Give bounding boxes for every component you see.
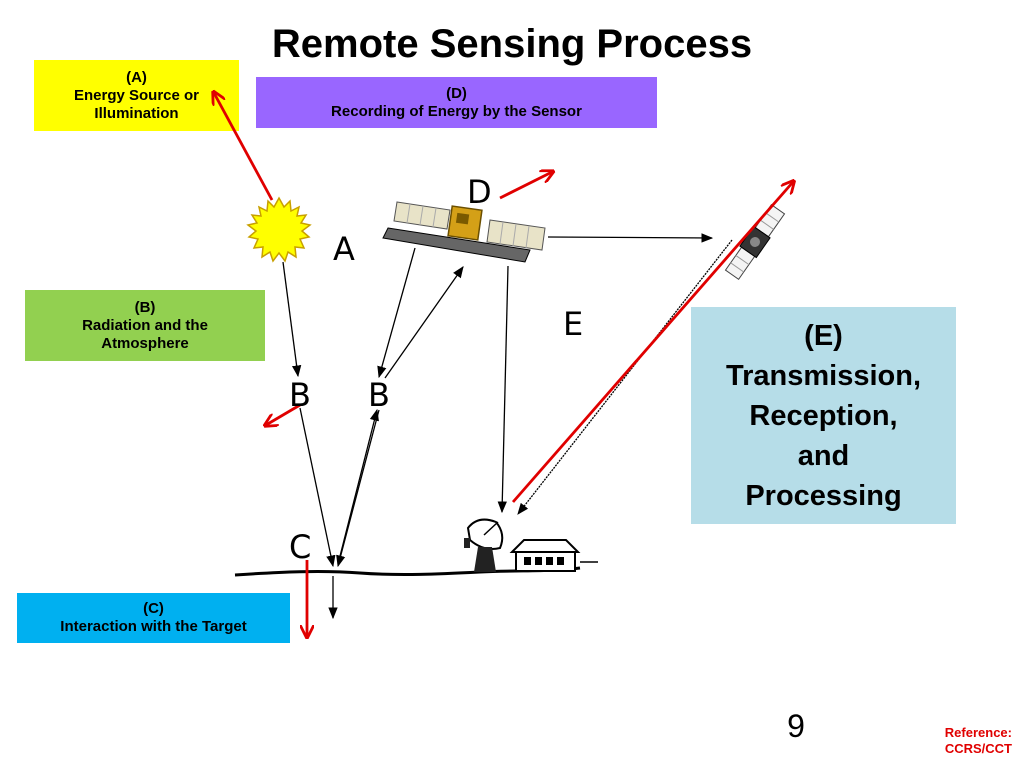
box-a-letter: (A) [126, 68, 147, 86]
label-b-right: B [368, 376, 390, 414]
box-transmission-processing: (E) Transmission, Reception, and Process… [691, 307, 956, 524]
dish-antenna-icon [464, 518, 504, 572]
reference-note: Reference: CCRS/CCT [945, 725, 1012, 757]
relay-satellite-icon [724, 203, 786, 281]
reference-line1: Reference: [944, 725, 1012, 740]
box-c-letter: (C) [143, 600, 164, 617]
page-number: 9 [787, 708, 805, 744]
box-e-letter: (E) [804, 319, 843, 352]
box-e-line4: Processing [745, 479, 902, 512]
box-recording-sensor: (D) Recording of Energy by the Sensor [256, 77, 657, 128]
label-e: E [563, 305, 583, 343]
arrow-sun-to-atmosphere [282, 261, 302, 378]
box-e-line3: and [797, 439, 850, 472]
box-b-letter: (B) [134, 298, 156, 316]
box-c-line1: Interaction with the Target [60, 618, 247, 635]
red-arrow-to-a [214, 93, 274, 201]
sun-icon [246, 196, 312, 263]
box-d-letter: (D) [446, 84, 467, 102]
arrow-relay-to-dish [517, 239, 733, 515]
box-e-line2: Reception, [749, 399, 898, 432]
label-d: D [467, 173, 492, 211]
label-b-left: B [289, 376, 311, 414]
arrow-sensor-to-atmosphere [377, 247, 416, 379]
reference-line2: CCRS/CCT [944, 741, 1012, 756]
ground-station-icon [509, 539, 581, 572]
box-e-line1: Transmission, [725, 359, 921, 392]
arrow-atmosphere-to-ground [336, 409, 380, 568]
red-arrow-to-d [499, 172, 552, 200]
box-energy-source: (A) Energy Source or Illumination [34, 60, 239, 131]
box-a-line1: Energy Source or [73, 86, 200, 104]
arrow-sensor-to-relay [547, 233, 714, 243]
arrow-sensor-to-dish [497, 265, 509, 514]
page-title: Remote Sensing Process [271, 22, 753, 66]
arrow-target-to-atmosphere [337, 408, 379, 565]
box-a-line2: Illumination [94, 104, 179, 122]
red-arrow-to-b [266, 403, 301, 425]
arrow-atmosphere-to-target [299, 407, 336, 568]
box-d-line1: Recording of Energy by the Sensor [331, 102, 582, 120]
box-interaction-target: (C) Interaction with the Target [17, 593, 290, 643]
red-arrow-to-e [511, 182, 793, 503]
label-c: C [289, 528, 311, 566]
box-b-line2: Atmosphere [101, 334, 189, 352]
arrow-atmosphere-to-sensor [384, 266, 464, 379]
box-b-line1: Radiation and the [82, 316, 208, 334]
label-a: A [333, 230, 355, 268]
box-radiation-atmosphere: (B) Radiation and the Atmosphere [25, 290, 265, 361]
satellite-icon [382, 201, 546, 263]
